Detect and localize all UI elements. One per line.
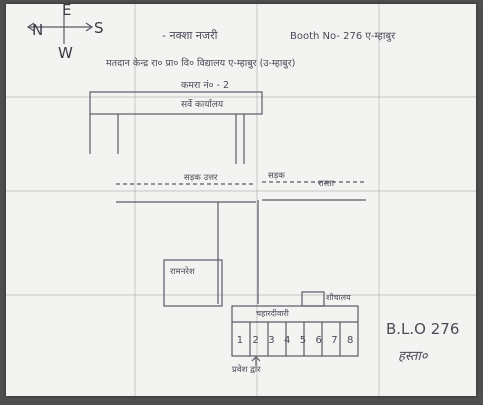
room-label: 3 [268,335,275,346]
room-label: 8 [346,335,354,346]
paper-fold [378,4,380,396]
room-label: 5 [299,335,307,346]
paper-fold [6,96,476,98]
road-label-right-2: रास्ता [318,179,335,189]
paper-fold [256,4,258,396]
booth-number: Booth No- 276 ए-म्हाबुर [290,31,396,42]
room-label: 4 [283,335,291,346]
paper-fold [134,4,136,396]
room-label: 7 [331,335,338,346]
polling-station-name: मतदान केन्द्र रा० प्रा० वि० विद्यालय ए-म… [106,58,296,69]
map-paper: E N S W - नक्शा नजरी Booth No- 276 ए-म्ह… [6,4,476,396]
toilet-label: शौचालय [326,293,351,302]
compass-east-label: E [62,4,72,19]
paper-fold [6,294,476,296]
left-house-outline [163,259,223,307]
road-label-left: सड़क उत्तर [184,173,218,183]
blo-signature: हस्ता० [398,349,428,364]
map-title: - नक्शा नजरी [162,29,218,42]
school-building-outline [231,305,359,357]
compass-west-label: W [58,44,73,62]
entrance-label: प्रवेश द्वार [232,365,261,375]
room-label: 6 [315,335,322,346]
blo-code: B.L.O 276 [386,320,460,338]
compass-south-label: S [94,19,104,37]
room-number: कमरा नं० - 2 [181,80,230,91]
road-label-right: सड़क [268,171,285,181]
room-label: 2 [252,335,259,346]
top-building-outline [89,91,263,115]
toilet-box [301,291,325,307]
paper-fold [6,190,476,192]
room-label: 1 [236,335,244,346]
map-drawing [26,14,366,366]
top-building-label: सर्वे कार्यालय [181,100,224,110]
compass-north-label: N [32,21,44,39]
boundary-label: चहारदीवारी [256,309,289,318]
left-house-label: रामनरेश [170,267,195,277]
